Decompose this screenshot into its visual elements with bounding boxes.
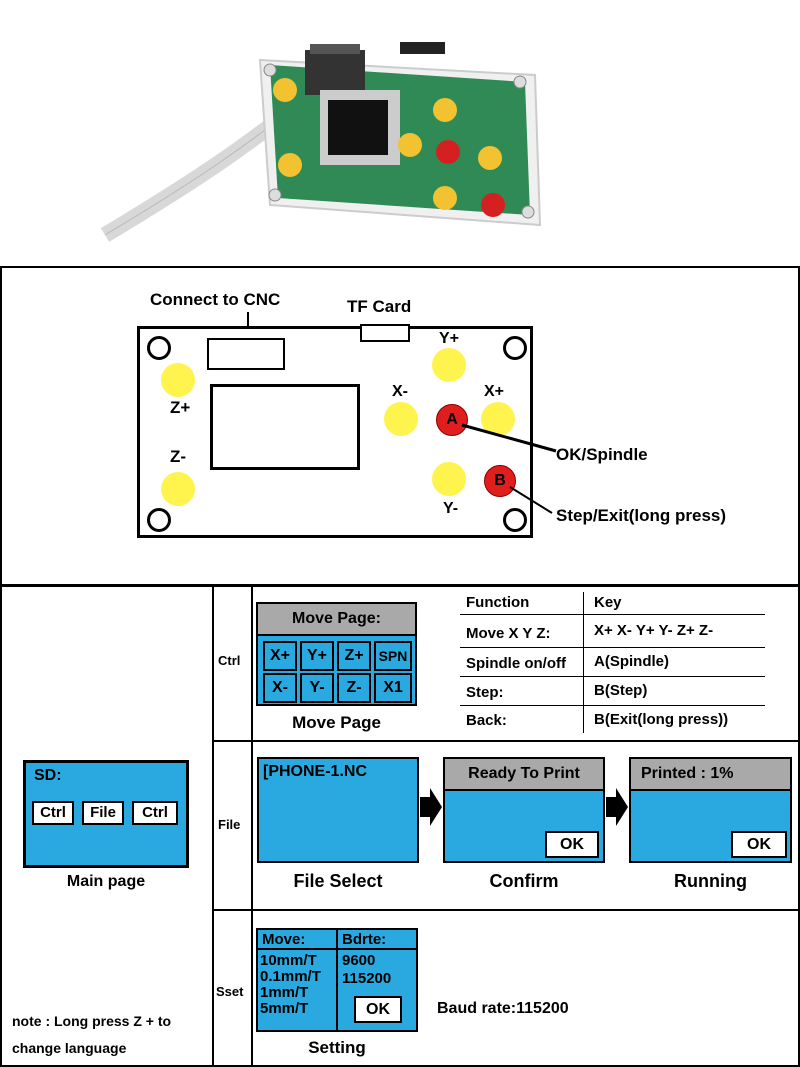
mount-hole-bottom-left	[147, 508, 171, 532]
b-key: B	[484, 465, 516, 497]
product-photo	[90, 20, 560, 255]
menu-grid	[0, 585, 800, 1067]
y-minus-label: Y-	[443, 500, 459, 517]
x-minus-label: X-	[392, 383, 408, 400]
table-cell-function: Back:	[466, 712, 507, 729]
main-page-lcd: SD: Ctrl File Ctrl	[23, 760, 189, 868]
table-cell-function: Move X Y Z:	[466, 625, 551, 642]
confirm-lcd: Ready To Print OK	[443, 757, 605, 863]
step-exit-label: Step/Exit(long press)	[556, 506, 727, 525]
move-page-caption: Move Page	[292, 713, 381, 732]
file-select-lcd: [PHONE-1.NC	[257, 757, 419, 863]
table-rule-3	[460, 676, 765, 677]
y-minus-key	[432, 462, 466, 496]
x-minus-key	[384, 402, 418, 436]
move-key-x-plus[interactable]: X+	[263, 641, 297, 671]
table-rule-4	[460, 705, 765, 706]
note-line-1: note : Long press Z + to	[12, 1013, 172, 1029]
move-key-y-minus[interactable]: Y-	[300, 673, 334, 703]
move-key-y-plus[interactable]: Y+	[300, 641, 334, 671]
baud-rate-note: Baud rate:115200	[437, 1000, 569, 1017]
file-select-caption: File Select	[293, 871, 383, 891]
callout-lines	[461, 423, 557, 514]
connect-to-cnc-label: Connect to CNC	[150, 290, 281, 309]
table-cell-function: Spindle on/off	[466, 655, 566, 672]
note-line-2: change language	[12, 1040, 127, 1056]
y-plus-label: Y+	[439, 330, 460, 347]
main-page-title: SD:	[34, 767, 62, 784]
running-lcd: Printed : 1% OK	[629, 757, 792, 863]
move-key-x-minus[interactable]: X-	[263, 673, 297, 703]
setting-lcd: Move: Bdrte: 10mm/T 0.1mm/T 1mm/T 5mm/T …	[256, 928, 418, 1032]
setting-caption: Setting	[308, 1038, 366, 1057]
running-ok-button[interactable]: OK	[731, 831, 787, 858]
table-cell-key: B(Exit(long press))	[594, 711, 729, 728]
x-plus-label: X+	[484, 383, 505, 400]
arrow-right-icon	[606, 788, 628, 826]
setting-column-divider	[336, 930, 338, 1030]
table-cell-function: Step:	[466, 684, 504, 701]
setting-ok-button[interactable]: OK	[354, 996, 402, 1023]
confirm-ok-button[interactable]: OK	[545, 831, 599, 858]
ok-spindle-label: OK/Spindle	[556, 445, 648, 464]
move-key-x1[interactable]: X1	[374, 673, 412, 703]
z-minus-label: Z-	[170, 447, 187, 466]
setting-move-option[interactable]: 5mm/T	[260, 1000, 309, 1017]
setting-move-option[interactable]: 0.1mm/T	[260, 968, 321, 985]
tf-card-slot	[360, 324, 410, 342]
main-ctrl-button[interactable]: Ctrl	[32, 801, 74, 825]
z-plus-label: Z+	[170, 398, 191, 417]
setting-move-option[interactable]: 1mm/T	[260, 984, 309, 1001]
arrow-right-icon	[420, 788, 442, 826]
a-key: A	[436, 404, 468, 436]
board-screen	[210, 384, 360, 470]
grid-divider-row-2	[212, 909, 800, 911]
y-plus-key	[432, 348, 466, 382]
move-page-header: Move Page:	[258, 604, 415, 636]
file-select-filename[interactable]: [PHONE-1.NC	[263, 763, 368, 780]
row-label-file: File	[218, 817, 241, 832]
tf-card-label: TF Card	[347, 297, 412, 316]
controller-board-illustration	[100, 42, 542, 242]
mount-hole-top-right	[503, 336, 527, 360]
main-page-caption: Main page	[66, 873, 146, 890]
mount-hole-bottom-right	[503, 508, 527, 532]
move-key-z-plus[interactable]: Z+	[337, 641, 371, 671]
setting-bdrte-header: Bdrte:	[342, 931, 387, 948]
table-cell-key: A(Spindle)	[594, 653, 669, 670]
move-key-spn[interactable]: SPN	[374, 641, 412, 671]
table-rule-1	[460, 614, 765, 615]
main-ctrl-button-2[interactable]: Ctrl	[132, 801, 178, 825]
grid-divider-row-1	[212, 740, 800, 742]
setting-baud-option[interactable]: 115200	[342, 970, 392, 987]
table-cell-key: B(Step)	[594, 682, 648, 699]
row-label-ctrl: Ctrl	[218, 653, 241, 668]
confirm-caption: Confirm	[489, 871, 559, 891]
setting-move-header: Move:	[262, 931, 306, 948]
running-caption: Running	[674, 871, 747, 891]
table-rule-2	[460, 647, 765, 648]
cnc-connector	[207, 338, 285, 370]
grid-divider-left-1	[212, 585, 214, 1067]
main-file-button[interactable]: File	[82, 801, 124, 825]
row-label-sset: Sset	[216, 984, 244, 999]
table-column-divider	[583, 592, 584, 733]
z-minus-key	[161, 472, 195, 506]
mount-hole-top-left	[147, 336, 171, 360]
confirm-header: Ready To Print	[445, 759, 603, 791]
table-cell-key: X+ X- Y+ Y- Z+ Z-	[594, 622, 714, 639]
table-header-function: Function	[466, 594, 530, 611]
table-header-key: Key	[594, 594, 622, 611]
setting-move-option[interactable]: 10mm/T	[260, 952, 317, 969]
running-header: Printed : 1%	[631, 759, 790, 791]
setting-baud-option[interactable]: 9600	[342, 952, 376, 969]
move-key-z-minus[interactable]: Z-	[337, 673, 371, 703]
z-plus-key	[161, 363, 195, 397]
grid-divider-left-2	[251, 585, 253, 1067]
